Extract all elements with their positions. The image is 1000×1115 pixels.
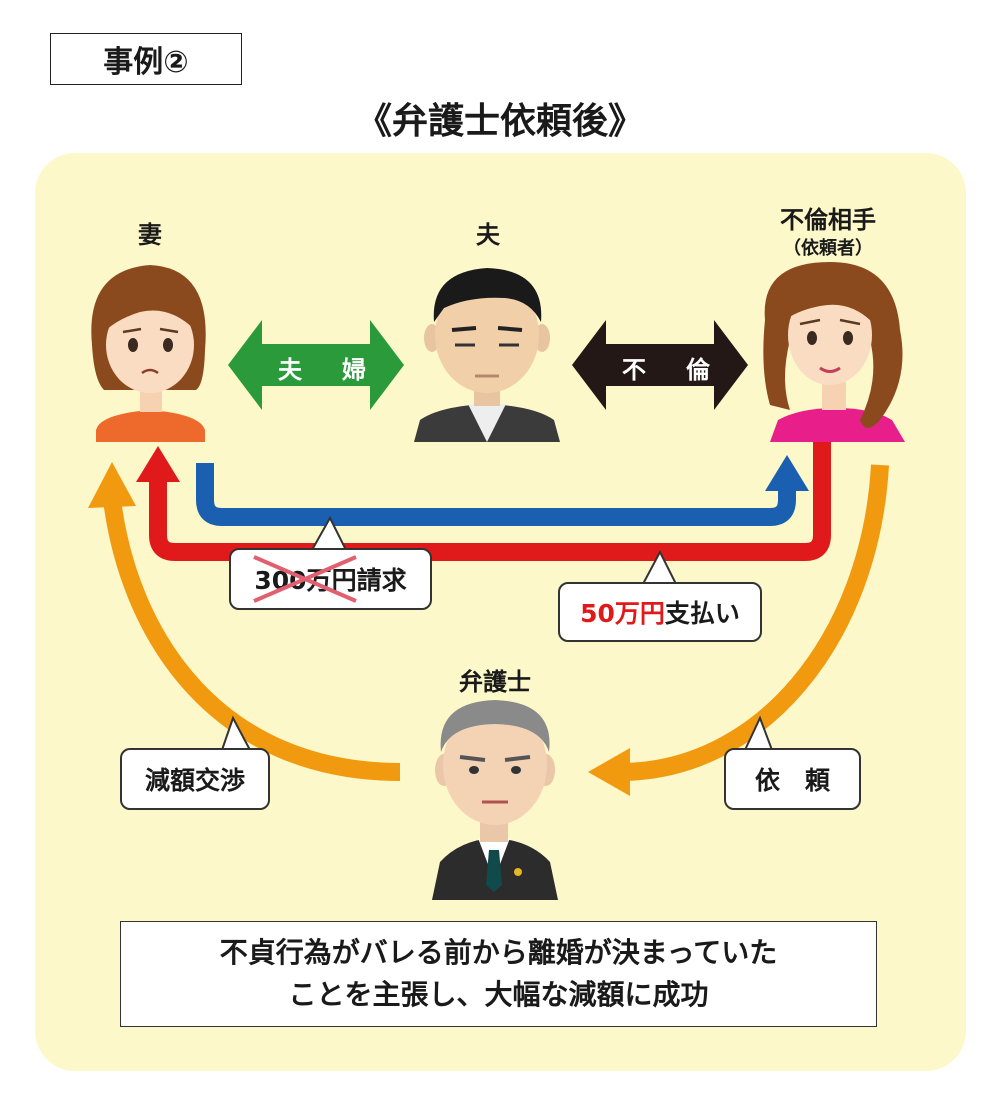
claim-callout: 300万 円請求 — [229, 548, 432, 610]
lawyer-label: 弁護士 — [459, 668, 531, 696]
payment-arrowhead — [136, 446, 180, 482]
wife-avatar — [91, 265, 206, 442]
payment-text: 支払い — [664, 599, 740, 628]
negotiation-callout: 減額交渉 — [120, 748, 270, 810]
summary-line-1: 不貞行為がバレる前から離婚が決まっていた — [219, 936, 778, 969]
wife-label: 妻 — [138, 221, 162, 249]
husband-label: 夫 — [476, 221, 500, 249]
negotiation-arrowhead — [88, 462, 136, 508]
claim-text: 円請求 — [331, 566, 407, 595]
partner-avatar — [763, 262, 905, 442]
payment-path — [149, 442, 831, 561]
page-title: 《弁護士依頼後》 — [355, 101, 644, 142]
marriage-label: 夫 婦 — [278, 356, 374, 384]
claim-path — [196, 463, 796, 526]
claim-amount-struck: 300万 — [253, 555, 358, 603]
affair-arrow — [572, 320, 748, 410]
payment-callout: 50万円支払い — [558, 582, 762, 642]
summary-box: 不貞行為がバレる前から離婚が決まっていた ことを主張し、大幅な減額に成功 — [120, 921, 877, 1027]
request-arrowhead — [588, 748, 630, 796]
affair-label: 不 倫 — [622, 356, 718, 384]
marriage-arrow — [228, 320, 404, 410]
summary-line-2: ことを主張し、大幅な減額に成功 — [288, 978, 709, 1011]
partner-label: 不倫相手 — [780, 206, 876, 234]
request-callout: 依 頼 — [724, 748, 861, 810]
payment-amount: 50万円 — [580, 599, 665, 628]
claim-amount: 300万 — [254, 566, 332, 595]
partner-sub-label: （依頼者） — [783, 238, 873, 259]
request-arrow — [619, 464, 889, 781]
case-label: 事例② — [50, 33, 242, 85]
claim-arrowhead — [765, 455, 809, 491]
husband-avatar — [414, 268, 560, 442]
lawyer-avatar — [432, 700, 558, 900]
negotiation-arrow — [103, 498, 401, 781]
